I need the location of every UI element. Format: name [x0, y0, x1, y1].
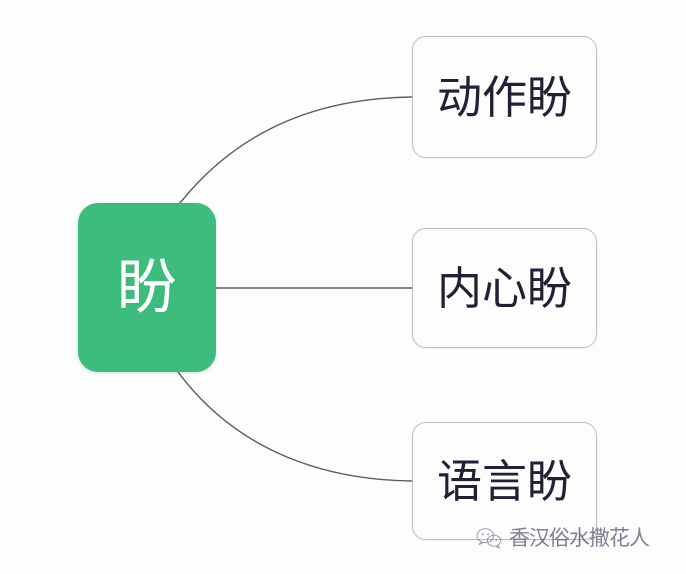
- mindmap-branch-node-3[interactable]: 语言盼: [412, 422, 597, 540]
- wechat-icon: [476, 528, 502, 549]
- branch-node-label-2: 内心盼: [436, 261, 572, 315]
- branch-node-label-3: 语言盼: [436, 454, 572, 508]
- root-node-label: 盼: [117, 252, 177, 323]
- mindmap-branch-node-2[interactable]: 内心盼: [412, 228, 597, 348]
- connector-line-语言盼: [177, 371, 413, 482]
- watermark-text: 香汉俗水撒花人: [509, 525, 650, 550]
- mindmap-root-node[interactable]: 盼: [78, 203, 216, 372]
- branch-node-label-1: 动作盼: [436, 70, 572, 124]
- connector-line-动作盼: [179, 96, 413, 204]
- mindmap-branch-node-1[interactable]: 动作盼: [412, 36, 597, 158]
- watermark: 香汉俗水撒花人: [476, 525, 650, 550]
